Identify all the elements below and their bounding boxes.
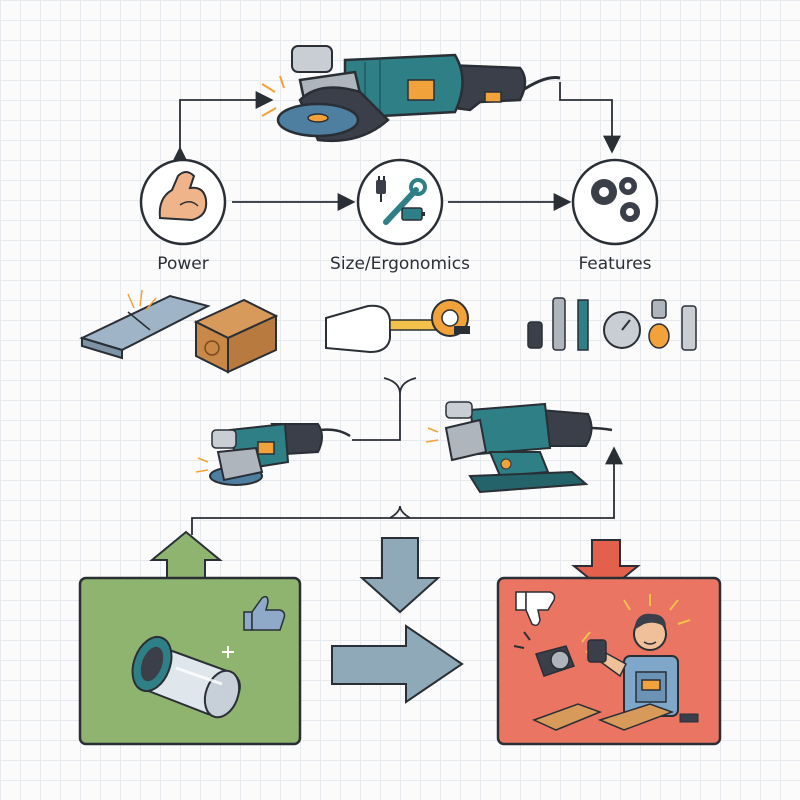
tool-accessories-illustration xyxy=(527,297,697,351)
damaged-wood-pieces xyxy=(532,703,699,731)
thumbs-down-icon xyxy=(515,591,556,627)
right-arrow-blue xyxy=(331,624,464,704)
bench-grinder xyxy=(425,401,613,494)
polished-pipe xyxy=(131,635,241,719)
worker-figure xyxy=(587,594,691,717)
gears-icon xyxy=(591,177,640,222)
top-connectors xyxy=(171,82,621,211)
flexed-bicep-icon xyxy=(158,171,208,222)
lower-connectors xyxy=(191,446,623,535)
factor-power xyxy=(139,158,227,246)
brace-connector xyxy=(352,377,417,441)
factor-label-size-ergonomics: Size/Ergonomics xyxy=(330,254,470,274)
small-angle-grinder xyxy=(195,422,351,486)
good-outcome-box xyxy=(78,576,302,746)
up-arrow-green xyxy=(149,530,223,581)
thumbs-up-icon xyxy=(243,595,286,631)
factor-label-power: Power xyxy=(157,254,209,274)
plug-wrench-battery-icon xyxy=(376,176,427,225)
metal-and-wood-illustration xyxy=(79,289,279,374)
hand-tape-measure-illustration xyxy=(325,299,470,354)
factor-features xyxy=(571,158,659,246)
factor-size-ergonomics xyxy=(356,158,444,246)
down-arrow-blue xyxy=(359,537,441,614)
main-angle-grinder xyxy=(258,45,561,142)
factor-label-features: Features xyxy=(578,254,652,274)
bad-outcome-box xyxy=(496,576,722,746)
